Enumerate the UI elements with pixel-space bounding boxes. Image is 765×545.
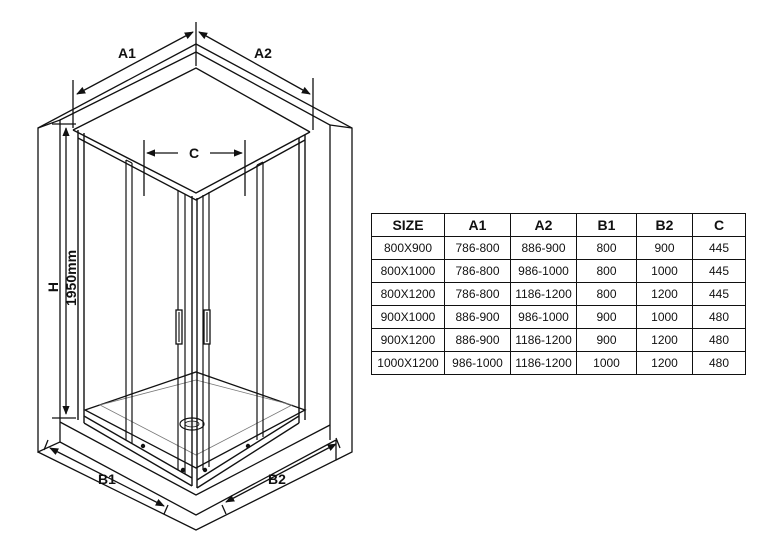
label-b1: B1 bbox=[98, 471, 116, 487]
label-b2: B2 bbox=[268, 471, 286, 487]
header-a2: A2 bbox=[510, 213, 577, 237]
table-cell: 786-800 bbox=[444, 282, 511, 306]
wall-right bbox=[195, 43, 353, 461]
table-row: 900X1000 886-900 986-1000 900 1000 480 bbox=[371, 305, 746, 329]
table-cell: 800X1200 bbox=[371, 282, 445, 306]
table-cell: 800 bbox=[576, 236, 637, 260]
table-row: 800X1000 786-800 986-1000 800 1000 445 bbox=[371, 259, 746, 283]
table-cell: 1186-1200 bbox=[510, 351, 577, 375]
table-cell: 445 bbox=[692, 282, 746, 306]
header-c: C bbox=[692, 213, 746, 237]
table-cell: 900 bbox=[636, 236, 693, 260]
dimension-b1 bbox=[43, 439, 169, 515]
door-handle-left bbox=[175, 309, 183, 345]
table-cell: 886-900 bbox=[444, 305, 511, 329]
table-cell: 1200 bbox=[636, 328, 693, 352]
door-handle-right bbox=[203, 309, 211, 345]
table-cell: 900 bbox=[576, 305, 637, 329]
header-size: SIZE bbox=[371, 213, 445, 237]
wall-left bbox=[37, 43, 197, 454]
table-cell: 1186-1200 bbox=[510, 282, 577, 306]
table-cell: 986-1000 bbox=[444, 351, 511, 375]
table-cell: 900 bbox=[576, 328, 637, 352]
table-cell: 1000 bbox=[636, 305, 693, 329]
header-b1: B1 bbox=[576, 213, 637, 237]
table-cell: 800X1000 bbox=[371, 259, 445, 283]
label-a2: A2 bbox=[254, 45, 272, 61]
table-cell: 1186-1200 bbox=[510, 328, 577, 352]
table-cell: 1000X1200 bbox=[371, 351, 445, 375]
dimension-a2 bbox=[198, 31, 314, 130]
table-cell: 445 bbox=[692, 259, 746, 283]
dimension-h bbox=[52, 123, 76, 419]
table-cell: 1200 bbox=[636, 282, 693, 306]
table-cell: 800X900 bbox=[371, 236, 445, 260]
shower-tray bbox=[37, 371, 337, 531]
label-c: C bbox=[189, 145, 199, 161]
header-b2: B2 bbox=[636, 213, 693, 237]
table-cell: 480 bbox=[692, 328, 746, 352]
table-header-row: SIZE A1 A2 B1 B2 C bbox=[371, 213, 746, 237]
table-cell: 800 bbox=[576, 259, 637, 283]
table-row: 800X900 786-800 886-900 800 900 445 bbox=[371, 236, 746, 260]
table-row: 800X1200 786-800 1186-1200 800 1200 445 bbox=[371, 282, 746, 306]
table-cell: 886-900 bbox=[444, 328, 511, 352]
sliding-door-right bbox=[202, 161, 264, 470]
table-cell: 480 bbox=[692, 351, 746, 375]
header-a1: A1 bbox=[444, 213, 511, 237]
table-cell: 1200 bbox=[636, 351, 693, 375]
label-h: H bbox=[45, 282, 61, 292]
table-cell: 900X1200 bbox=[371, 328, 445, 352]
table-row: 1000X1200 986-1000 1186-1200 1000 1200 4… bbox=[371, 351, 746, 375]
label-a1: A1 bbox=[118, 45, 136, 61]
size-table: SIZE A1 A2 B1 B2 C 800X900 786-800 886-9… bbox=[371, 213, 746, 375]
table-cell: 445 bbox=[692, 236, 746, 260]
dimension-a1 bbox=[72, 22, 197, 128]
enclosure-frame bbox=[72, 67, 311, 489]
table-cell: 800 bbox=[576, 282, 637, 306]
dimension-c bbox=[143, 140, 246, 196]
table-cell: 786-800 bbox=[444, 236, 511, 260]
table-cell: 786-800 bbox=[444, 259, 511, 283]
table-cell: 986-1000 bbox=[510, 305, 577, 329]
table-cell: 886-900 bbox=[510, 236, 577, 260]
label-height: 1950mm bbox=[63, 250, 79, 306]
table-cell: 986-1000 bbox=[510, 259, 577, 283]
table-cell: 1000 bbox=[636, 259, 693, 283]
table-row: 900X1200 886-900 1186-1200 900 1200 480 bbox=[371, 328, 746, 352]
table-cell: 480 bbox=[692, 305, 746, 329]
table-cell: 1000 bbox=[576, 351, 637, 375]
dimension-b2 bbox=[221, 437, 341, 515]
table-cell: 900X1000 bbox=[371, 305, 445, 329]
